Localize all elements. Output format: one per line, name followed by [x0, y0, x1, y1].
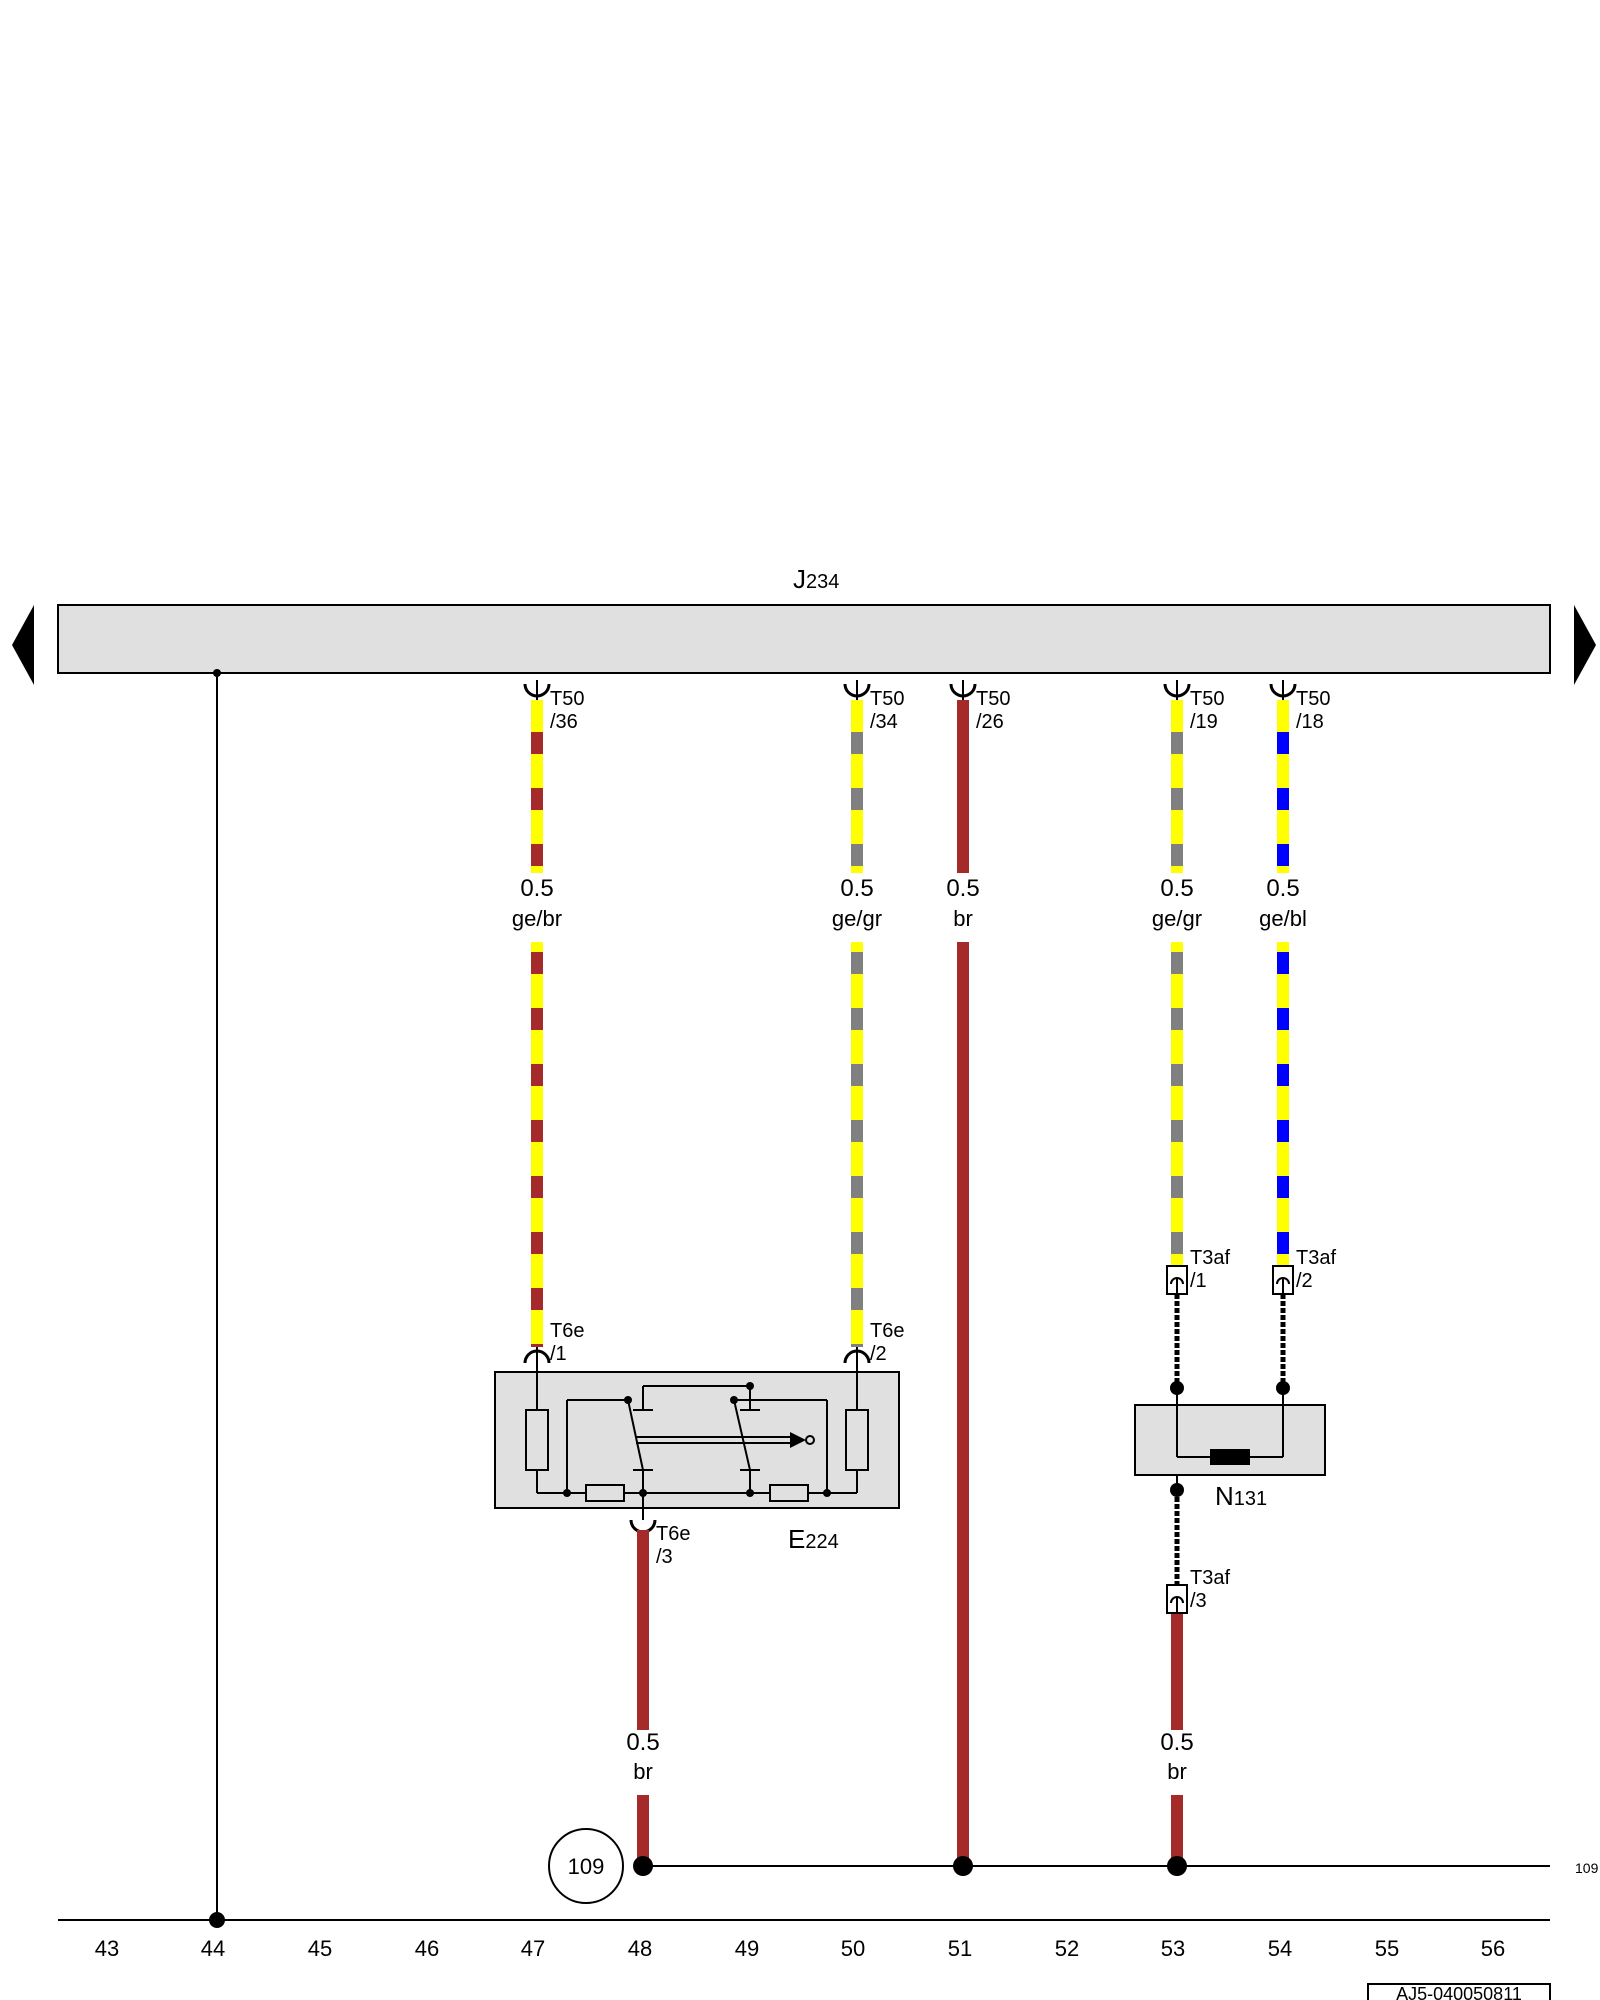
grid-numbers: 43 44 45 46 47 48 49 50 51 52 53 54 55 5…	[95, 1936, 1505, 1961]
resistor-icon	[769, 1484, 809, 1502]
grid-number: 44	[201, 1936, 225, 1961]
grid-number: 55	[1375, 1936, 1399, 1961]
connector-pin: /26	[976, 711, 1004, 733]
grid-number: 48	[628, 1936, 652, 1961]
connector-pin: /36	[550, 711, 578, 733]
switch-contact-icon	[733, 1399, 751, 1471]
grid-number: 49	[735, 1936, 759, 1961]
resistor-icon	[525, 1409, 549, 1471]
grid-number: 47	[521, 1936, 545, 1961]
connector-label: T3af	[1190, 1567, 1230, 1589]
wire-color: ge/br	[512, 906, 562, 931]
junction-dot	[213, 669, 221, 677]
connector-pin: /1	[1190, 1270, 1207, 1292]
ground-bus: 109 109	[548, 1828, 1599, 1904]
wire-color: br	[1167, 1759, 1187, 1784]
wire-53-lower: T3af /3 0.5 br	[1160, 1490, 1230, 1866]
switch-contact-icon	[627, 1399, 644, 1471]
connector-pin: /2	[1296, 1270, 1313, 1292]
coil-icon	[1210, 1449, 1250, 1465]
n131-label: N131	[1215, 1481, 1267, 1511]
next-page-arrow-icon[interactable]	[1574, 605, 1596, 685]
grid-number: 43	[95, 1936, 119, 1961]
ground-continuation-ref: 109	[1575, 1860, 1599, 1876]
grid-number: 45	[308, 1936, 332, 1961]
wire-color: br	[953, 906, 973, 931]
connector-label: T6e	[550, 1320, 584, 1342]
connector-label: T50	[976, 688, 1010, 710]
grid-number: 52	[1055, 1936, 1079, 1961]
wire-color: br	[633, 1759, 653, 1784]
grid-number: 50	[841, 1936, 865, 1961]
connector-label: T50	[1296, 688, 1330, 710]
doc-id: AJ5-040050811	[1396, 1984, 1522, 2000]
wire-47: T50 /36 0.5 ge/br T6e /1	[512, 680, 584, 1420]
ground-ref-label: 109	[568, 1854, 605, 1879]
ecu-j234-box	[57, 604, 1551, 674]
grid-number: 53	[1161, 1936, 1185, 1961]
connector-label: T6e	[656, 1523, 690, 1545]
wire-50: T50 /34 0.5 ge/gr T6e /2	[832, 680, 904, 1420]
connector-label: T6e	[870, 1320, 904, 1342]
wire-53: T50 /19 0.5 ge/gr T3af /1	[1152, 680, 1230, 1388]
connector-pin: /1	[550, 1343, 567, 1365]
connector-label: T50	[870, 688, 904, 710]
wire-size: 0.5	[946, 875, 979, 902]
connector-label: T3af	[1190, 1247, 1230, 1269]
resistor-icon	[845, 1409, 869, 1471]
connector-pin: /3	[1190, 1590, 1207, 1612]
connector-label: T50	[1190, 688, 1224, 710]
wire-size: 0.5	[840, 875, 873, 902]
grid-number: 56	[1481, 1936, 1505, 1961]
grid-number: 51	[948, 1936, 972, 1961]
actuator-arrow-icon	[790, 1432, 806, 1448]
wire-51: T50 /26 0.5 br	[946, 680, 1010, 1866]
doc-id-box	[1367, 1983, 1551, 2000]
grid-number: 46	[415, 1936, 439, 1961]
wire-size: 0.5	[1160, 1729, 1193, 1756]
connector-label: T50	[550, 688, 584, 710]
component-n131: N131	[1134, 1381, 1326, 1511]
wire-size: 0.5	[1160, 875, 1193, 902]
wire-color: ge/gr	[832, 906, 882, 931]
connector-pin: /34	[870, 711, 898, 733]
ecu-label: J234	[793, 564, 839, 594]
wire-color: ge/bl	[1259, 906, 1307, 931]
wire-size: 0.5	[1266, 875, 1299, 902]
ground-point-circle	[548, 1828, 624, 1904]
wire-size: 0.5	[626, 1729, 659, 1756]
wire-48: T6e /3 0.5 br	[626, 1519, 690, 1866]
wire-size: 0.5	[520, 875, 553, 902]
e224-label: E224	[788, 1524, 839, 1554]
connector-pin: /19	[1190, 711, 1218, 733]
connector-label: T3af	[1296, 1247, 1336, 1269]
grid-number: 54	[1268, 1936, 1292, 1961]
connector-pin: /2	[870, 1343, 887, 1365]
resistor-icon	[585, 1484, 625, 1502]
e224-housing	[494, 1371, 900, 1509]
wire-54: T50 /18 0.5 ge/bl T3af /2	[1259, 680, 1336, 1388]
connector-pin: /3	[656, 1546, 673, 1568]
wire-color: ge/gr	[1152, 906, 1202, 931]
component-e224: E224	[494, 1371, 900, 1554]
previous-page-arrow-icon[interactable]	[12, 605, 34, 685]
connector-pin: /18	[1296, 711, 1324, 733]
